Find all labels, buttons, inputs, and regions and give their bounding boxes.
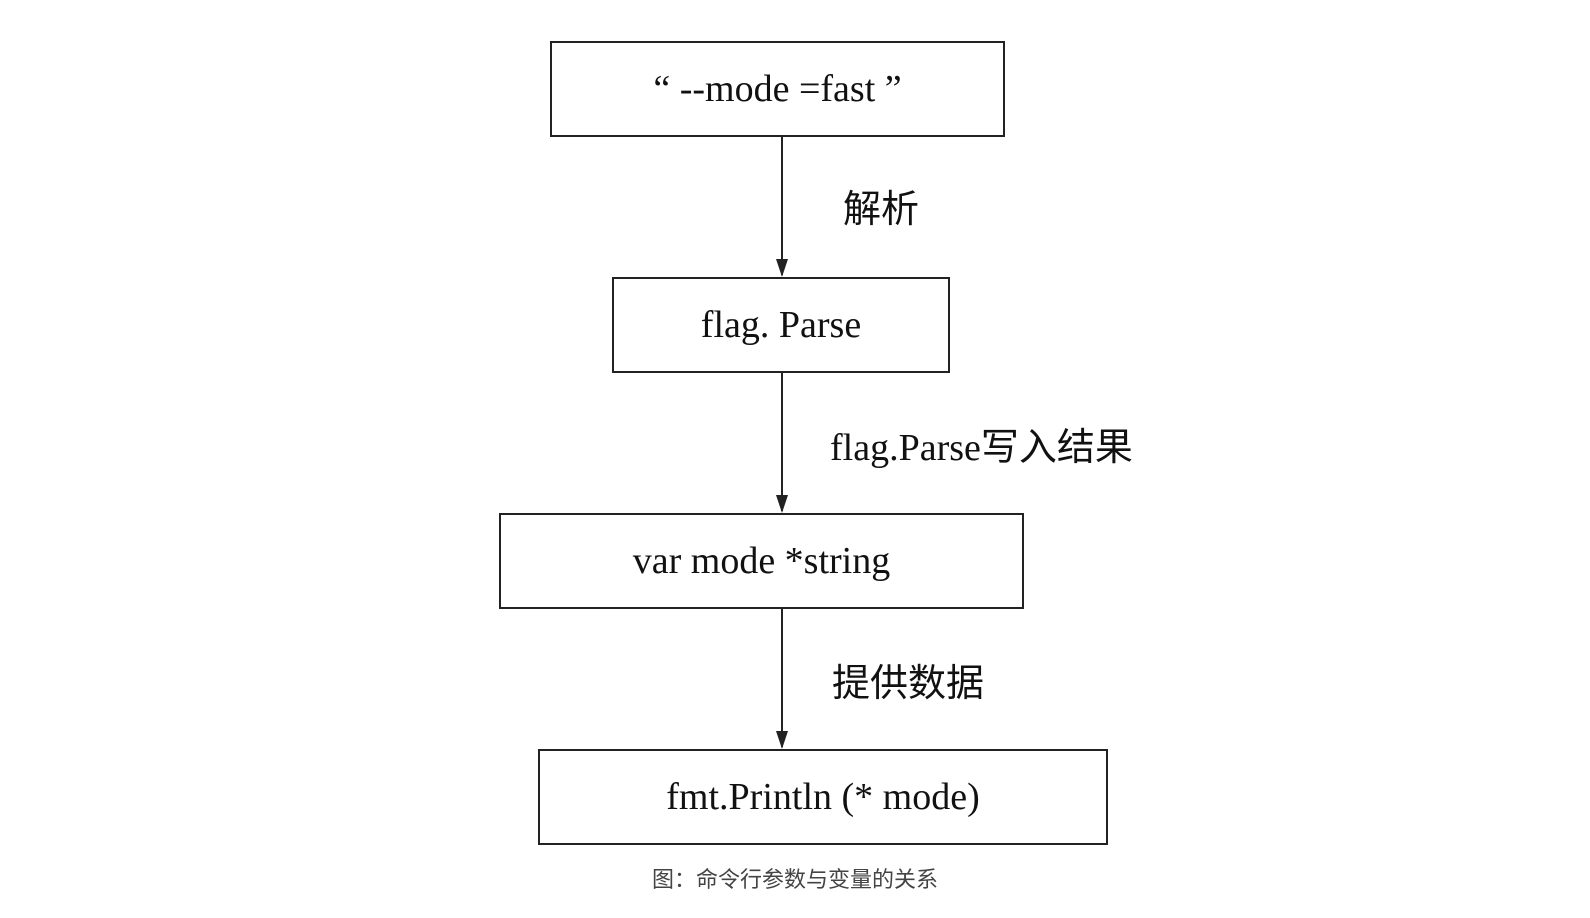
arrowhead-provide-data (776, 731, 788, 749)
node-var-mode: var mode *string (499, 513, 1024, 609)
edge-label-write-result: flag.Parse写入结果 (830, 427, 1133, 469)
node-flag-parse: flag. Parse (612, 277, 950, 373)
node-fmt-println-label: fmt.Println (* mode) (666, 776, 980, 818)
figure-caption: 图：命令行参数与变量的关系 (651, 868, 938, 893)
arrowhead-write-result (776, 495, 788, 513)
edge-label-provide-data: 提供数据 (832, 663, 985, 705)
node-command-line-argument: “ --mode =fast ” (550, 41, 1005, 137)
node-flag-parse-label: flag. Parse (700, 304, 862, 346)
node-var-mode-label: var mode *string (632, 540, 891, 582)
node-command-line-argument-label: “ --mode =fast ” (653, 68, 902, 110)
edge-label-parse: 解析 (843, 189, 920, 231)
arrowhead-parse (776, 259, 788, 277)
node-fmt-println: fmt.Println (* mode) (538, 749, 1108, 845)
